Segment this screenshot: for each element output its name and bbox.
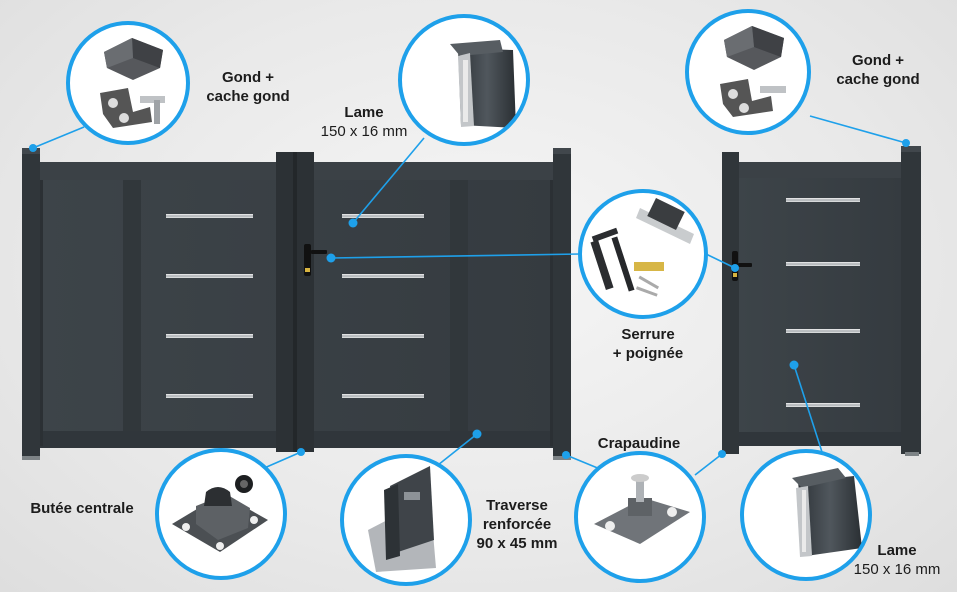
slat-profile-icon	[450, 40, 516, 128]
lame-top-dims: 150 x 16 mm	[320, 123, 408, 140]
double-gate	[22, 148, 571, 460]
label-butee: Butée centrale	[12, 499, 152, 518]
decorative-inlays	[166, 214, 424, 398]
label-lame-bottom: Lame 150 x 16 mm	[838, 541, 956, 579]
gond-left-line1: Gond +	[221, 69, 275, 86]
hinge-cover-icon	[100, 38, 165, 128]
callout-dots	[29, 139, 910, 459]
center-stile-left	[276, 152, 293, 452]
label-crapaudine: Crapaudine	[584, 434, 694, 453]
label-traverse: Traverse renforcée 90 x 45 mm	[462, 496, 572, 553]
pivot-icon	[594, 474, 690, 544]
hinge-cover-icon-right	[720, 26, 786, 117]
label-gond-right: Gond + cache gond	[818, 51, 938, 89]
label-lame-top: Lame 150 x 16 mm	[304, 103, 424, 141]
pedestrian-gate	[722, 146, 921, 456]
pivot-callout	[574, 451, 706, 583]
hinge-callout-right	[685, 9, 811, 135]
crossbar-profile-icon	[368, 466, 436, 572]
lame-bottom-title: Lame	[877, 542, 917, 559]
slat-profile-icon-bottom	[792, 468, 862, 557]
traverse-line1: Traverse	[486, 497, 548, 514]
center-stop-callout	[155, 448, 287, 580]
hinge-callout-left	[66, 21, 190, 145]
gond-right-line1: Gond +	[851, 52, 905, 69]
gond-left-line2: cache gond	[206, 88, 290, 105]
butee-title: Butée centrale	[30, 500, 134, 517]
slat-callout-top	[398, 14, 530, 146]
label-gond-left: Gond + cache gond	[193, 68, 303, 106]
right-post	[553, 152, 571, 456]
slat-callout-bottom	[740, 449, 872, 581]
crapaudine-title: Crapaudine	[597, 435, 681, 452]
lame-top-title: Lame	[344, 104, 384, 121]
callout-lines	[32, 115, 907, 476]
serrure-line2: + poignée	[612, 345, 684, 362]
traverse-line2: renforcée	[482, 516, 552, 533]
label-serrure: Serrure + poignée	[598, 325, 698, 363]
left-post	[22, 152, 40, 456]
lock-callout	[578, 189, 708, 319]
center-stile-right	[297, 152, 314, 452]
serrure-line1: Serrure	[621, 326, 675, 343]
gond-right-line2: cache gond	[836, 71, 920, 88]
crossbar-callout	[340, 454, 472, 586]
center-stop-icon	[172, 475, 268, 552]
lame-bottom-dims: 150 x 16 mm	[853, 561, 941, 578]
lock-handle-icon	[590, 197, 694, 297]
traverse-line3: 90 x 45 mm	[476, 535, 558, 552]
